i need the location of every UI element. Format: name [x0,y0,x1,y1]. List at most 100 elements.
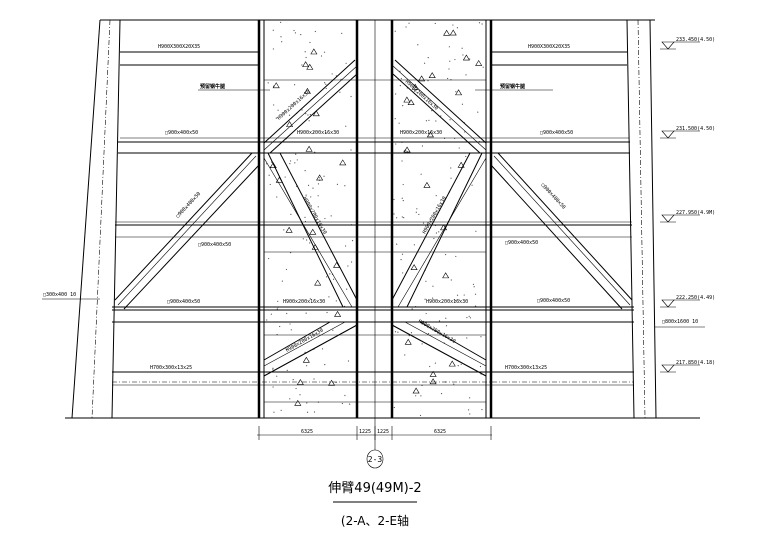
hatch-triangle [403,96,411,103]
hatch-dot [345,125,347,127]
label-column-left: □300x400 10 [43,292,76,298]
label-top-left: H900X300X20X35 [158,44,200,50]
hatch-dot [351,240,354,242]
hatch-dot [306,402,308,404]
hatch-dot [450,167,452,169]
label-bottom-right: H700x300x13x25 [505,365,547,371]
hatch-dot [395,143,397,145]
hatch-dot [461,47,463,49]
hatch-dot [455,91,457,93]
label-core-left-top: H900x200x16x30 [297,130,339,136]
hatch-triangle [403,146,411,153]
hatch-dot [309,298,311,300]
hatch-dot [275,117,277,119]
hatch-dot [300,33,302,36]
label-core-diag-lu: H900x200x16x30 [276,89,311,122]
label-top-right: H900X300X20X35 [528,44,570,50]
hatch-dot [456,294,459,296]
hatch-dot [325,132,327,134]
dim-2: 1225 [359,429,371,435]
label-bottom-left: H700x300x13x25 [150,365,192,371]
hatch-dot [295,153,297,155]
hatch-dot [309,41,311,44]
hatch-dot [458,299,460,301]
hatch-triangle [294,399,302,406]
hatch-dot [314,30,316,33]
hatch-triangle [448,360,456,367]
hatch-dot [402,200,404,202]
hatch-dot [336,183,339,185]
hatch-triangle [328,379,336,386]
hatch-dot [464,131,466,133]
hatch-dot [399,70,401,72]
hatch-triangle [339,159,347,166]
hatch-dot [435,120,437,122]
hatch-dot [450,177,452,179]
hatch-dot [410,332,413,334]
hatch-dot [481,23,483,25]
hatch-triangle [423,181,431,188]
hatch-triangle [272,82,280,89]
hatch-dot [469,58,471,60]
label-box-left-1: □900x400x50 [165,130,198,136]
hatch-dot [445,325,448,327]
hatch-dot [455,255,457,258]
hatch-dot [450,279,452,281]
hatch-dot [273,411,275,413]
hatch-dot [320,55,323,57]
hatch-dot [272,386,274,388]
hatch-dot [286,312,288,315]
label-core-right-mid: H900x200x16x30 [426,299,468,305]
hatch-dot [454,58,456,61]
hatch-dot [448,68,450,70]
svg-text:231.500(4.50): 231.500(4.50) [676,126,715,132]
hatch-dot [434,22,436,25]
hatch-dot [482,66,484,68]
hatch-dot [341,32,343,35]
hatch-dot [427,57,429,59]
hatch-dot [398,122,400,124]
svg-text:227.950(4.9M): 227.950(4.9M) [676,210,715,216]
hatch-triangle [429,378,437,385]
hatch-dot [405,26,407,28]
hatch-dot [415,395,417,397]
hatch-triangle [443,29,451,36]
hatch-dot [408,335,410,337]
hatch-dot [289,163,291,165]
hatch-dot [335,300,337,302]
hatch-dot [294,162,296,164]
hatch-triangle [306,63,314,70]
hatch-dot [344,185,346,187]
hatch-dot [324,82,326,84]
hatch-dot [473,286,475,288]
hatch-dot [474,293,477,295]
hatch-dot [479,365,482,368]
hatch-dot [281,41,283,43]
hatch-dot [429,218,431,221]
drawing-subtitle: (2-A、2-E轴 [341,513,409,528]
dim-1: 6325 [301,429,313,435]
hatch-dot [420,395,422,397]
hatch-dot [350,261,353,263]
hatch-dot [307,184,310,186]
hatch-dot [447,77,449,80]
hatch-dot [324,217,326,220]
hatch-dot [276,196,278,198]
label-box-left-3: □900x400x50 [167,299,200,305]
dim-4: 6325 [434,429,446,435]
hatch-dot [427,332,430,335]
hatch-dot [393,198,395,201]
hatch-dot [276,375,278,377]
hatch-dot [348,403,351,405]
hatch-dot [296,159,298,161]
hatch-dot [449,119,451,121]
hatch-dot [469,397,471,399]
hatch-dot [331,73,333,75]
hatch-dot [454,300,456,302]
hatch-dot [438,231,440,233]
horizontal-beams [112,51,634,403]
hatch-dot [465,74,467,76]
hatch-dot [419,414,422,417]
label-diag-right: □900x400x50 [540,182,567,210]
hatch-dot [328,296,330,298]
